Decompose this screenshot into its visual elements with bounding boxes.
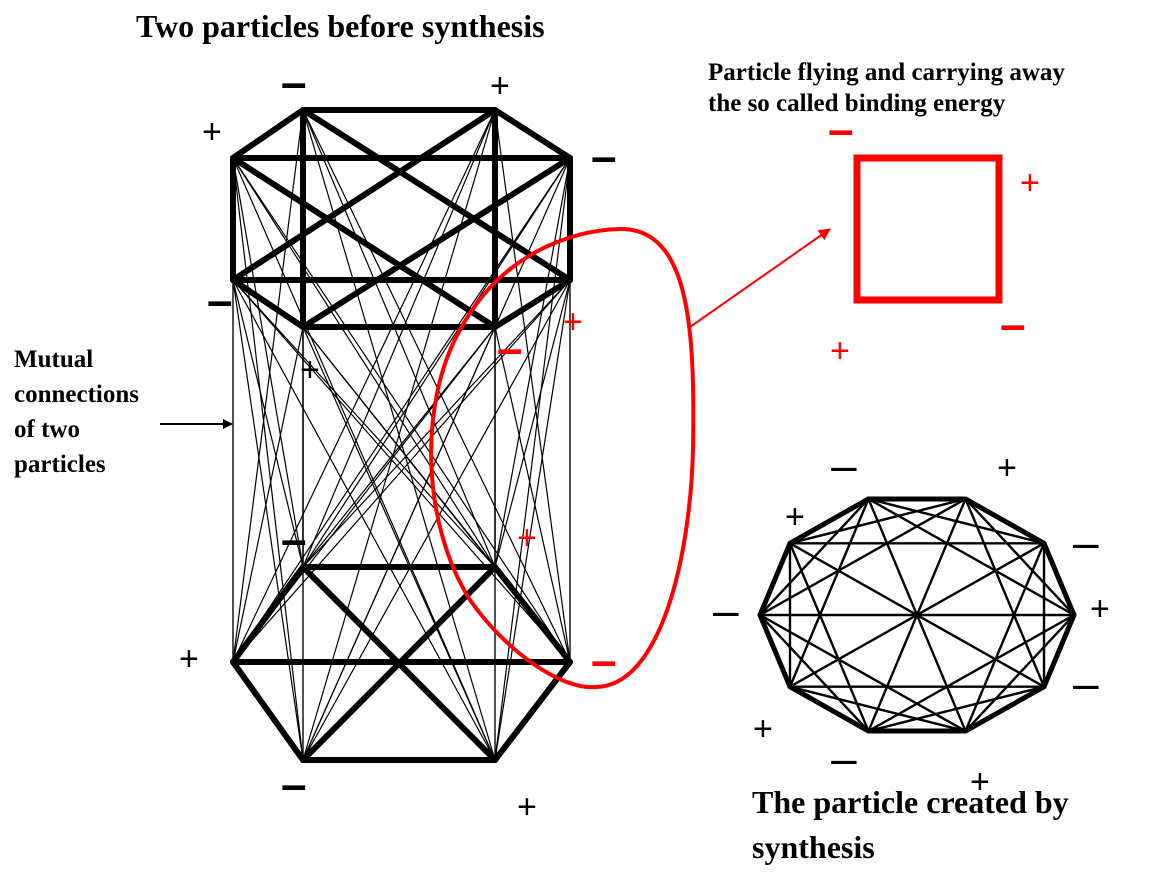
connection-line: [232, 279, 571, 663]
sign-plus-decagon-top-right: +: [997, 449, 1017, 487]
sign-minus-top-lower-left: –: [207, 274, 233, 326]
top-particle-edge: [230, 107, 306, 161]
sign-plus-bottom-right: +: [517, 788, 537, 826]
mutual-connections-label-line1: Mutual: [14, 346, 93, 373]
top-particle-edge: [230, 277, 306, 330]
sign-minus-square-top-left: –: [828, 103, 854, 155]
top-particle-edge: [492, 107, 573, 161]
connection-line: [232, 109, 304, 663]
decagon-edge: [787, 684, 871, 734]
created-particle-caption-line1: The particle created by: [752, 784, 1069, 820]
sign-plus-decagon-upper-left: +: [785, 498, 805, 536]
sign-plus-square-bottom-left: +: [830, 332, 850, 370]
connection-line: [232, 279, 304, 568]
decagon-diameter: [788, 542, 1046, 688]
decagon-chord: [758, 613, 967, 733]
sign-minus-bottom-red: –: [591, 634, 617, 686]
binding-energy-loop: [429, 226, 696, 690]
sign-minus-bottom-upper-left: –: [281, 513, 307, 565]
top-particle-edge: [230, 107, 498, 283]
sign-minus-square-bottom-right: –: [1000, 298, 1026, 350]
decagon-edge: [963, 496, 1047, 546]
sign-plus-top-inner: +: [300, 351, 320, 389]
connection-line: [302, 279, 571, 568]
connection-line: [232, 157, 496, 761]
sign-plus-bottom-outer-left: +: [179, 640, 199, 678]
sign-minus-decagon-upper-right: –: [1073, 516, 1099, 568]
top-particle-edge: [300, 155, 573, 330]
sign-minus-top-red: –: [497, 322, 523, 374]
decagon-chord: [964, 542, 1046, 733]
charge-signs: – + + – – + – + – + + – – + – + – + – + …: [179, 56, 1110, 826]
sign-plus-top-outer-left: +: [202, 113, 222, 151]
connection-line: [232, 326, 304, 663]
connection-line: [494, 279, 571, 568]
connection-line: [494, 279, 571, 761]
decagon-edge: [963, 684, 1047, 734]
connection-line: [302, 109, 496, 761]
mutual-connections-label-line2: connections: [14, 381, 139, 408]
decagon-chord: [788, 542, 870, 733]
bottom-particle-edge: [230, 659, 306, 763]
bottom-particle-edge: [230, 564, 306, 665]
connection-line: [232, 279, 496, 761]
connection-line: [232, 157, 304, 568]
connection-line: [232, 157, 496, 568]
connection-line: [494, 326, 571, 663]
particle-frames: [230, 107, 573, 763]
connection-line: [494, 157, 571, 568]
created-particle-caption-line2: synthesis: [752, 829, 875, 865]
bottom-particle-edge: [300, 564, 498, 763]
connection-line: [494, 109, 571, 663]
top-particle-edge: [492, 277, 573, 330]
mutual-connections-label-line4: particles: [14, 451, 106, 478]
decagon-edge: [1041, 612, 1077, 690]
sign-plus-top-red: +: [563, 303, 583, 341]
created-particle-decagon: [757, 496, 1077, 734]
decagon-chord: [867, 497, 1076, 617]
top-particle-edge: [300, 107, 573, 283]
sign-plus-square-top-right: +: [1020, 164, 1040, 202]
sign-minus-top-outer-right: –: [591, 130, 617, 182]
top-particle-edge: [230, 155, 498, 330]
sign-minus-decagon-bottom: –: [831, 732, 857, 784]
mutual-connections-label-line3: of two: [14, 416, 80, 443]
decagon-chord: [867, 613, 1076, 733]
flying-particle-caption-line1: Particle flying and carrying away: [708, 59, 1065, 86]
connection-line: [232, 279, 304, 761]
decagon-edge: [787, 496, 871, 546]
sign-plus-decagon-right: +: [1090, 590, 1110, 628]
emission-arrow: [689, 228, 831, 328]
title-before-synthesis: Two particles before synthesis: [136, 8, 545, 44]
sign-minus-decagon-left: –: [713, 584, 739, 636]
sign-plus-top-right: +: [490, 67, 510, 105]
connection-line: [302, 157, 571, 568]
decagon-chord: [758, 497, 967, 617]
flying-particle-square: [853, 154, 1003, 304]
sign-minus-decagon-top: –: [831, 439, 857, 491]
connection-line: [302, 109, 496, 568]
decagon-edge: [757, 612, 793, 690]
decagon-edge: [757, 540, 793, 618]
sign-minus-decagon-lower-right: –: [1073, 657, 1099, 709]
flying-particle-caption-line2: the so called binding energy: [708, 90, 1006, 117]
sign-plus-decagon-lower-left: +: [753, 710, 773, 748]
sign-minus-bottom-left: –: [281, 758, 307, 810]
sign-plus-decagon-bottom: +: [970, 763, 990, 801]
sign-plus-bottom-red: +: [517, 519, 537, 557]
decagon-edge: [1041, 540, 1077, 618]
bottom-particle-edge: [492, 564, 573, 665]
connection-line: [494, 157, 571, 761]
connection-line: [232, 157, 304, 761]
connection-line: [232, 279, 496, 568]
sign-minus-top-left: –: [281, 56, 307, 108]
connection-line: [302, 109, 571, 663]
decagon-chord: [788, 497, 870, 688]
decagon-chord: [964, 497, 1046, 688]
